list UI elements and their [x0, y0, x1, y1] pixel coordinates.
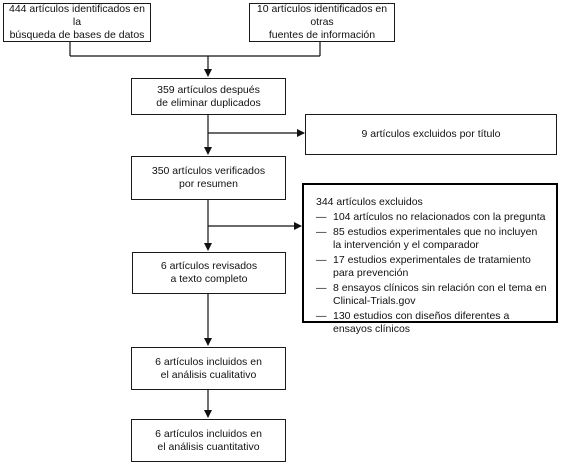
box-other-sources-line1: 10 artículos identificados en otras	[256, 3, 388, 28]
excluded-reason-item: 104 artículos no relacionados con la pre…	[316, 211, 548, 224]
excluded-title: 344 artículos excluidos	[316, 196, 423, 208]
box-quantitative-analysis-line1: 6 artículos incluidos en	[155, 427, 262, 440]
box-database-search-line1: 444 artículos identificados en la	[8, 3, 145, 28]
box-qualitative-analysis-line2: el análisis cualitativo	[160, 368, 257, 381]
box-excluded-by-title: 9 artículos excluidos por título	[305, 114, 557, 155]
box-verified-by-abstract-line1: 350 artículos verificados	[151, 165, 266, 177]
box-full-text-review: 6 artículos revisados a texto completo	[132, 252, 286, 294]
box-after-duplicates-line1: 359 artículos después	[157, 83, 260, 96]
box-excluded-articles: 344 artículos excluidos 104 artículos no…	[302, 183, 558, 335]
box-qualitative-analysis: 6 artículos incluidos en el análisis cua…	[131, 347, 286, 390]
box-after-duplicates: 359 artículos después de eliminar duplic…	[131, 78, 286, 115]
box-quantitative-analysis-line2: el análisis cuantitativo	[157, 440, 260, 453]
excluded-reason-item: 130 estudios con diseños diferentes a en…	[316, 310, 548, 336]
box-database-search-line2: búsqueda de bases de datos	[9, 29, 145, 41]
excluded-reasons-list: 104 artículos no relacionados con la pre…	[316, 211, 548, 336]
box-qualitative-analysis-line1: 6 artículos incluidos en	[155, 355, 262, 368]
box-full-text-review-line2: a texto completo	[170, 273, 248, 285]
box-after-duplicates-line2: de eliminar duplicados	[156, 96, 261, 109]
excluded-reason-item: 17 estudios experimentales de tratamient…	[316, 254, 548, 280]
box-other-sources-line2: fuentes de información	[268, 29, 376, 41]
box-database-search: 444 artículos identificados en la búsque…	[3, 3, 151, 42]
box-verified-by-abstract: 350 artículos verificados por resumen	[131, 156, 286, 200]
box-quantitative-analysis: 6 artículos incluidos en el análisis cua…	[131, 419, 286, 462]
box-verified-by-abstract-line2: por resumen	[179, 178, 238, 190]
excluded-reason-item: 85 estudios experimentales que no incluy…	[316, 226, 548, 252]
box-full-text-review-line1: 6 artículos revisados	[160, 260, 258, 272]
box-excluded-by-title-text: 9 artículos excluidos por título	[361, 128, 501, 140]
excluded-reason-item: 8 ensayos clínicos sin relación con el t…	[316, 282, 548, 308]
box-other-sources: 10 artículos identificados en otras fuen…	[249, 3, 395, 42]
